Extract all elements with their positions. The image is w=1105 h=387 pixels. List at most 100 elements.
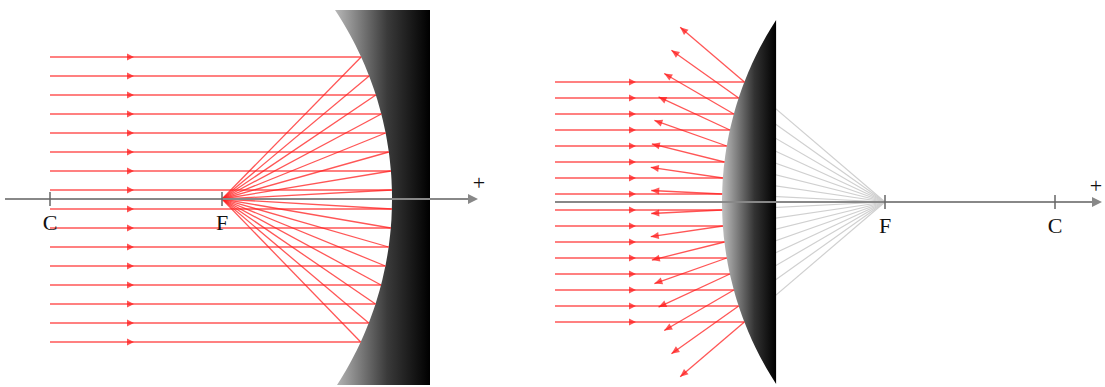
ray-arrowhead [629, 127, 636, 134]
optical-axis [555, 201, 1094, 203]
incident-ray [555, 289, 734, 290]
ray-arrowhead [127, 149, 134, 156]
ray-arrowhead [127, 320, 134, 327]
ray-arrowhead [654, 120, 663, 127]
incident-ray [555, 193, 722, 194]
ray-arrowhead [629, 255, 636, 262]
ray-arrowhead [127, 263, 134, 270]
reflected-ray [664, 290, 734, 331]
reflected-ray [222, 95, 376, 199]
reflected-ray [222, 57, 361, 199]
reflected-ray [664, 73, 734, 114]
ray-arrowhead [127, 225, 134, 232]
ray-arrowhead [127, 73, 134, 80]
reflected-ray [654, 258, 726, 284]
incident-ray [555, 97, 739, 98]
point-label: F [216, 212, 228, 234]
ray-arrowhead [651, 165, 659, 172]
ray-arrowhead [127, 244, 134, 251]
ray-arrowhead [671, 50, 680, 57]
ray-arrowhead [629, 79, 636, 86]
ray-arrowhead [629, 239, 636, 246]
incident-ray [50, 56, 361, 57]
incident-ray [50, 75, 369, 76]
point-label: C [43, 212, 58, 234]
ray-arrowhead [629, 223, 636, 230]
axis-arrowhead [1092, 197, 1102, 207]
incident-ray [555, 161, 724, 162]
ray-arrowhead [629, 175, 636, 182]
ray-arrowhead [651, 232, 659, 239]
ray-arrowhead [127, 339, 134, 346]
incident-ray [50, 341, 361, 342]
reflected-ray [651, 226, 723, 237]
ray-arrowhead [629, 207, 636, 214]
reflected-ray [651, 191, 722, 194]
ray-arrowhead [664, 73, 673, 80]
incident-ray [50, 151, 389, 152]
ray-arrowhead [651, 187, 659, 194]
axis-arrowhead [468, 194, 478, 204]
ray-arrowhead [127, 54, 134, 61]
ray-arrowhead [671, 346, 680, 353]
ray-arrowhead [680, 369, 688, 377]
direction-sign: + [473, 172, 485, 194]
reflected-ray [654, 120, 726, 146]
ray-arrowhead [127, 130, 134, 137]
incident-ray [50, 208, 392, 209]
incident-ray [50, 189, 392, 190]
point-label: F [879, 215, 891, 237]
reflected-ray [671, 306, 738, 354]
incident-ray [555, 225, 723, 226]
reflected-ray [671, 50, 738, 98]
ray-arrowhead [127, 111, 134, 118]
ray-arrowhead [127, 301, 134, 308]
incident-ray [50, 113, 381, 114]
ray-arrowhead [629, 111, 636, 118]
tick-mark [49, 192, 51, 206]
reflected-ray [222, 199, 381, 285]
ray-arrowhead [654, 278, 663, 285]
reflected-ray [222, 199, 369, 323]
ray-arrowhead [652, 142, 661, 149]
ray-arrowhead [680, 27, 688, 35]
ray-arrowhead [127, 282, 134, 289]
incident-ray [555, 177, 723, 178]
reflected-ray [680, 27, 744, 82]
incident-ray [555, 321, 744, 322]
ray-arrowhead [629, 95, 636, 102]
incident-ray [555, 145, 727, 146]
incident-ray [50, 265, 385, 266]
incident-ray [555, 305, 739, 306]
concave-mirror [335, 10, 430, 385]
reflected-ray [652, 144, 725, 162]
ray-arrowhead [127, 187, 134, 194]
optical-axis [5, 198, 470, 200]
incident-ray [50, 94, 376, 95]
reflected-ray [222, 133, 386, 199]
reflected-ray [222, 199, 389, 247]
ray-arrowhead [659, 97, 668, 104]
tick-mark [884, 195, 886, 209]
ray-arrowhead [629, 143, 636, 150]
ray-arrowhead [629, 303, 636, 310]
ray-arrowhead [629, 271, 636, 278]
tick-mark [221, 192, 223, 206]
reflected-ray [651, 167, 723, 178]
ray-arrowhead [127, 92, 134, 99]
incident-ray [555, 241, 724, 242]
incident-ray [555, 209, 722, 210]
ray-arrowhead [629, 287, 636, 294]
incident-ray [555, 113, 734, 114]
ray-arrowhead [664, 323, 673, 330]
reflected-ray [222, 190, 392, 199]
ray-arrowhead [127, 206, 134, 213]
point-label: C [1048, 215, 1063, 237]
reflected-ray [222, 199, 361, 342]
incident-ray [555, 273, 730, 274]
reflected-ray [651, 210, 722, 213]
ray-arrowhead [629, 319, 636, 326]
direction-sign: + [1090, 175, 1102, 197]
reflected-ray [680, 322, 744, 377]
